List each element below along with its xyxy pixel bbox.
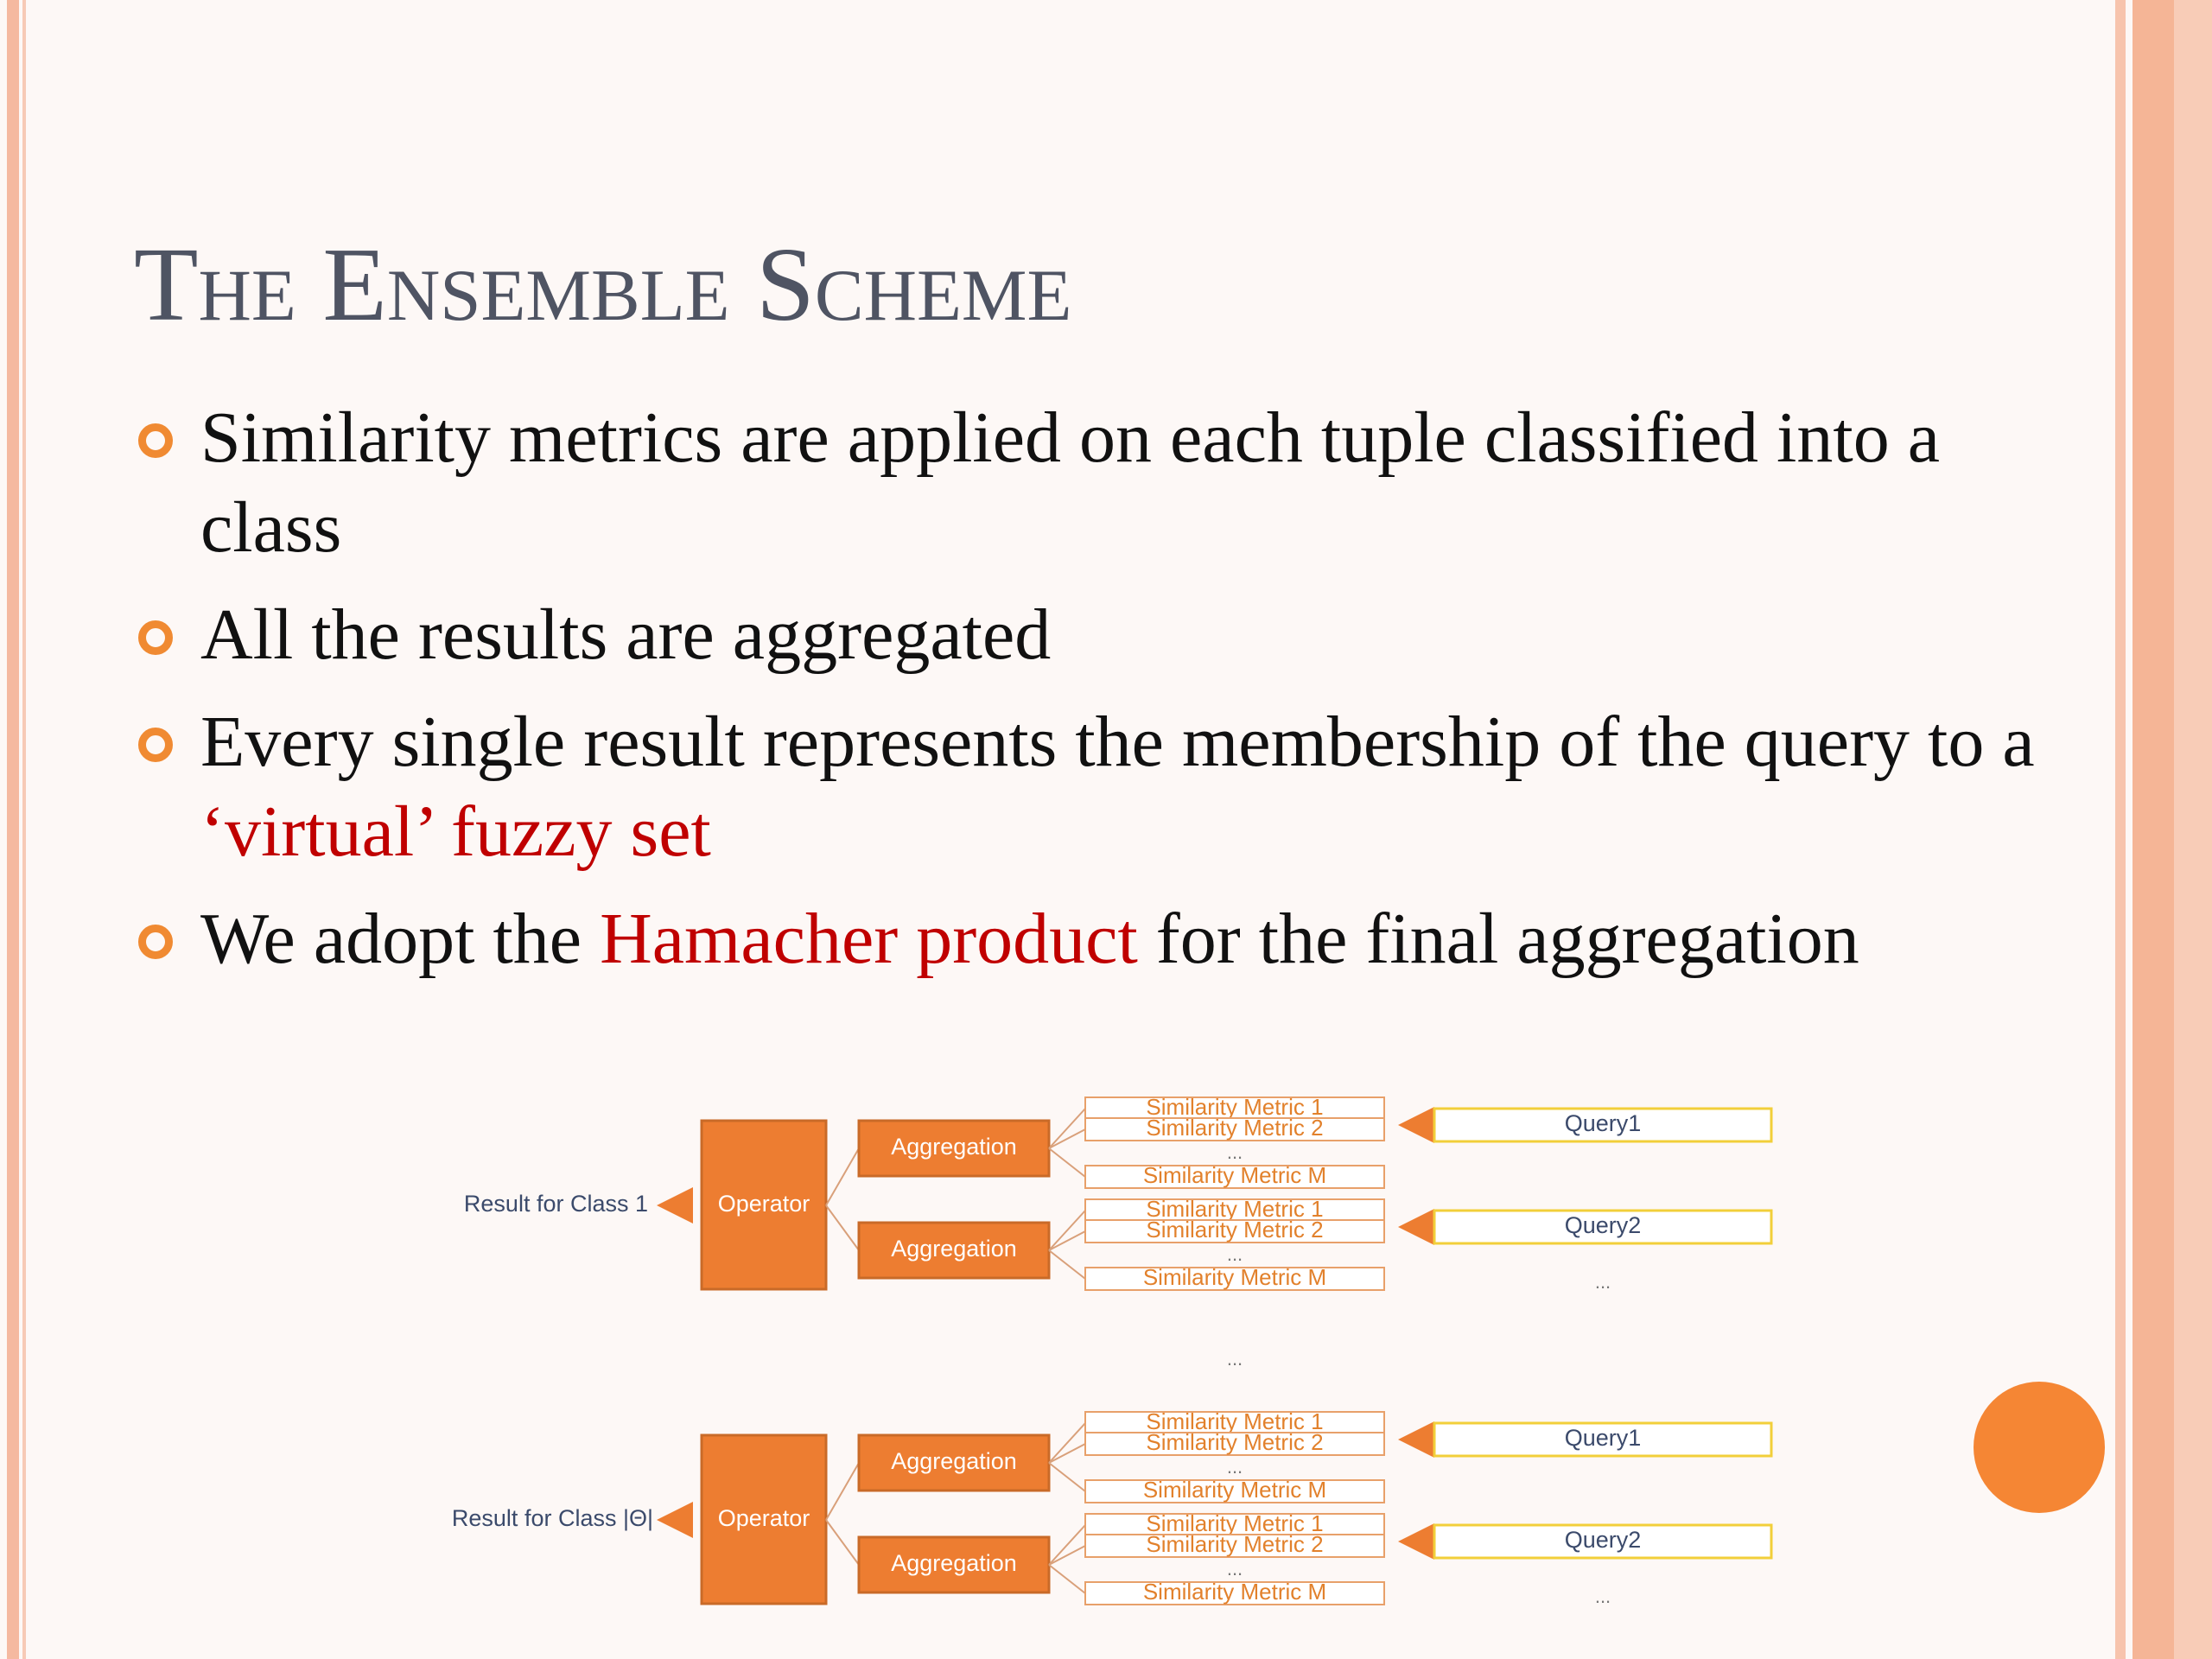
query-label: Query2 [1565, 1527, 1642, 1553]
connector-line [1048, 1443, 1086, 1464]
bullet-marker-icon [138, 925, 173, 959]
connector-line [825, 1462, 860, 1521]
result-label: Result for Class 1 [464, 1191, 648, 1217]
connector-line [1048, 1128, 1086, 1149]
connector-line [1048, 1230, 1086, 1251]
bullet-highlight-text: ‘virtual’ fuzzy set [200, 791, 711, 872]
metric-box [1084, 1479, 1385, 1503]
right-border-stripe-2 [2133, 0, 2174, 1659]
bullet-marker-icon [138, 728, 173, 762]
connector-line [1048, 1564, 1086, 1594]
connector-line [1048, 1524, 1086, 1566]
query-arrow-icon [1398, 1421, 1434, 1458]
left-border-stripe [7, 0, 19, 1659]
query-label: Query1 [1565, 1110, 1642, 1136]
bullet-text: Every single result represents the membe… [200, 702, 2035, 782]
query-box [1433, 1523, 1773, 1560]
metric-box [1084, 1165, 1385, 1189]
bullet-text: Similarity metrics are applied on each t… [200, 397, 1941, 568]
bullet-item: Similarity metrics are applied on each t… [138, 393, 2065, 573]
connector-line [1048, 1422, 1086, 1464]
right-border-stripe-3 [2174, 0, 2212, 1659]
aggregation-box [857, 1221, 1051, 1280]
right-border-stripe-1 [2115, 0, 2126, 1659]
query-ellipsis: ... [1595, 1271, 1611, 1293]
bullet-item: All the results are aggregated [138, 590, 2065, 680]
connector-line [1048, 1462, 1086, 1492]
left-border-line [22, 0, 26, 1659]
similarity-metric-label: Similarity Metric 2 [1146, 1531, 1323, 1557]
metric-box [1084, 1534, 1385, 1558]
aggregation-label: Aggregation [891, 1134, 1017, 1160]
aggregation-label: Aggregation [891, 1550, 1017, 1576]
query-box [1433, 1209, 1773, 1245]
decorative-orange-circle [1974, 1382, 2105, 1513]
bullet-text: All the results are aggregated [200, 594, 1052, 675]
query-arrow-icon [1398, 1523, 1434, 1560]
connector-line [825, 1519, 860, 1566]
similarity-metric-label: Similarity Metric 1 [1146, 1196, 1323, 1222]
similarity-metric-label: Similarity Metric M [1143, 1579, 1326, 1605]
slide-title: The Ensemble Scheme [134, 226, 1072, 343]
metric-box [1084, 1513, 1385, 1537]
bullet-marker-icon [138, 620, 173, 655]
metric-box [1084, 1117, 1385, 1141]
query-box [1433, 1107, 1773, 1143]
metric-ellipsis: ... [1227, 1456, 1243, 1478]
aggregation-box [857, 1433, 1051, 1492]
similarity-metric-label: Similarity Metric 2 [1146, 1217, 1323, 1243]
similarity-metric-label: Similarity Metric 2 [1146, 1429, 1323, 1455]
connector-line [1048, 1108, 1086, 1149]
result-arrow-icon [657, 1502, 693, 1538]
metric-ellipsis: ... [1227, 1141, 1243, 1163]
bullet-item: Every single result represents the membe… [138, 697, 2065, 877]
similarity-metric-label: Similarity Metric M [1143, 1477, 1326, 1503]
metric-box [1084, 1432, 1385, 1456]
bullet-highlight-text: Hamacher product [600, 899, 1138, 979]
bullet-list: Similarity metrics are applied on each t… [138, 393, 2065, 1001]
similarity-metric-label: Similarity Metric M [1143, 1162, 1326, 1188]
connector-line [1048, 1249, 1086, 1280]
connector-line [825, 1147, 860, 1206]
metric-box [1084, 1411, 1385, 1435]
result-arrow-icon [657, 1187, 693, 1224]
result-label: Result for Class |Θ| [452, 1505, 653, 1531]
groups-ellipsis: ... [1227, 1348, 1243, 1370]
aggregation-label: Aggregation [891, 1236, 1017, 1262]
aggregation-label: Aggregation [891, 1448, 1017, 1474]
query-label: Query1 [1565, 1425, 1642, 1451]
bullet-marker-icon [138, 423, 173, 458]
bullet-text: for the final aggregation [1137, 899, 1859, 979]
metric-ellipsis: ... [1227, 1558, 1243, 1580]
connector-line [1048, 1147, 1086, 1178]
similarity-metric-label: Similarity Metric 1 [1146, 1510, 1323, 1536]
query-arrow-icon [1398, 1107, 1434, 1143]
operator-box [700, 1119, 828, 1291]
query-box [1433, 1421, 1773, 1458]
aggregation-box [857, 1535, 1051, 1594]
similarity-metric-label: Similarity Metric 1 [1146, 1094, 1323, 1120]
connector-line [825, 1205, 860, 1251]
metric-box [1084, 1198, 1385, 1223]
query-ellipsis: ... [1595, 1586, 1611, 1607]
query-label: Query2 [1565, 1212, 1642, 1238]
connector-line [1048, 1210, 1086, 1251]
metric-box [1084, 1267, 1385, 1291]
operator-label: Operator [718, 1505, 810, 1531]
bullet-text: We adopt the [200, 899, 601, 979]
connector-line [1048, 1545, 1086, 1566]
similarity-metric-label: Similarity Metric M [1143, 1264, 1326, 1290]
metric-box [1084, 1096, 1385, 1121]
bullet-item: We adopt the Hamacher product for the fi… [138, 894, 2065, 984]
similarity-metric-label: Similarity Metric 1 [1146, 1408, 1323, 1434]
query-arrow-icon [1398, 1209, 1434, 1245]
metric-ellipsis: ... [1227, 1243, 1243, 1265]
operator-box [700, 1433, 828, 1605]
metric-box [1084, 1219, 1385, 1243]
operator-label: Operator [718, 1191, 810, 1217]
metric-box [1084, 1581, 1385, 1605]
aggregation-box [857, 1119, 1051, 1178]
similarity-metric-label: Similarity Metric 2 [1146, 1115, 1323, 1141]
